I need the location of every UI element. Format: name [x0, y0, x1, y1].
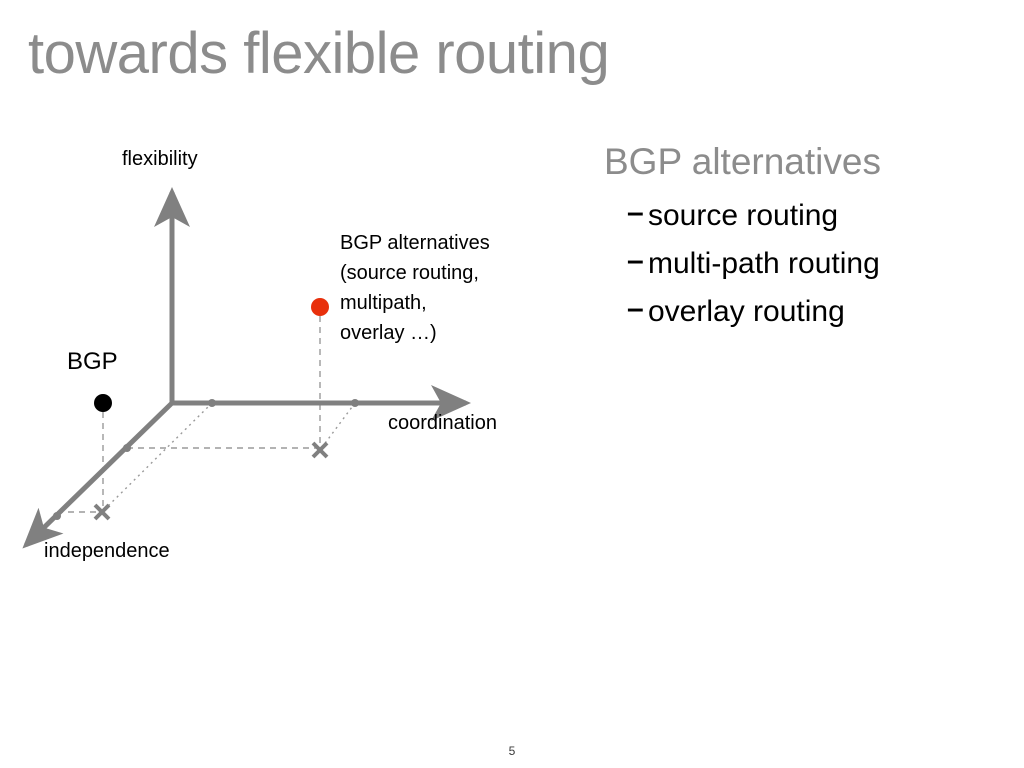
list-item-label: source routing — [648, 199, 839, 232]
axis-lines — [22, 187, 471, 549]
callout-line-1: BGP alternatives — [340, 232, 490, 254]
axis-label-flexibility: flexibility — [122, 148, 198, 170]
list-item-label: overlay routing — [648, 295, 845, 328]
dash-bullet-icon: – — [627, 244, 644, 277]
axis-independence — [22, 401, 174, 549]
bullet-list: – source routing – multi-path routing – … — [604, 192, 1014, 336]
axis-label-coordination: coordination — [388, 412, 497, 434]
right-column: BGP alternatives – source routing – mult… — [604, 140, 1014, 352]
point-label-bgp: BGP — [67, 348, 118, 375]
floor-cross-marks — [93, 441, 329, 521]
callout-line-2: (source routing, — [340, 262, 479, 284]
construction-lines — [101, 402, 356, 513]
dash-bullet-icon: – — [627, 196, 644, 229]
page-title: towards flexible routing — [28, 21, 610, 86]
list-item: – source routing — [604, 192, 1014, 240]
dash-bullet-icon: – — [627, 292, 644, 325]
callout-bgp-alternatives: BGP alternatives (source routing, multip… — [340, 228, 580, 348]
point-bgp-alternatives[interactable] — [311, 298, 329, 316]
projection-lines — [57, 316, 321, 513]
axis-ticks — [53, 399, 359, 520]
list-item-label: multi-path routing — [648, 247, 880, 280]
point-bgp[interactable] — [94, 394, 112, 412]
axis-label-independence: independence — [44, 540, 170, 562]
page-number: 5 — [508, 744, 516, 758]
list-item: – overlay routing — [604, 288, 1014, 336]
callout-line-4: overlay …) — [340, 322, 437, 344]
callout-line-3: multipath, — [340, 292, 427, 314]
list-item: – multi-path routing — [604, 240, 1014, 288]
section-heading-bgp-alternatives: BGP alternatives — [604, 141, 881, 182]
